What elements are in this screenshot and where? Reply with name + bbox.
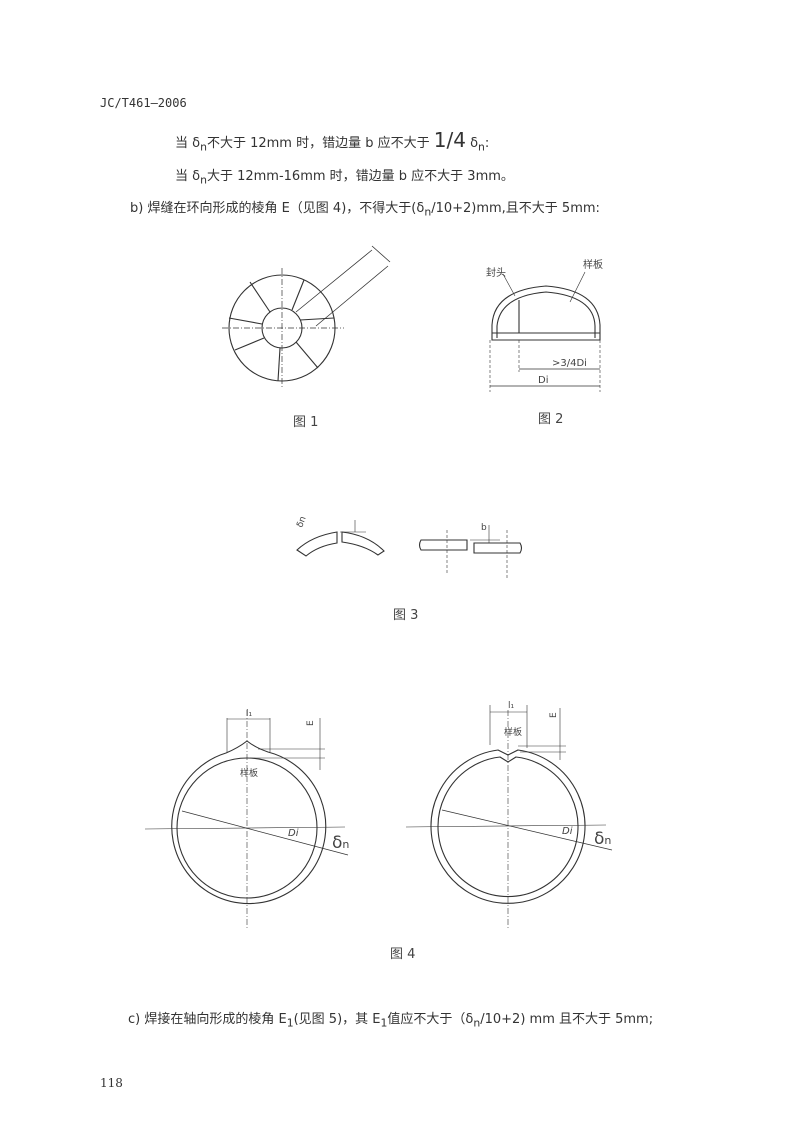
paragraph-item-c: c) 焊接在轴向形成的棱角 E1(见图 5)，其 E1值应不大于（δn/10+2…	[128, 1008, 653, 1030]
subscript: 1	[286, 1016, 294, 1030]
subscript: 1	[380, 1016, 388, 1030]
text: /10+2)mm,且不大于 5mm:	[431, 201, 600, 216]
subscript: n	[200, 140, 207, 154]
figure-3-label-b: b	[481, 523, 487, 533]
paragraph-item-b: b) 焊缝在环向形成的棱角 E（见图 4)，不得大于(δn/10+2)mm,且不…	[130, 197, 600, 219]
figure-3-label-delta: δn	[295, 515, 308, 529]
figure-1-caption: 图 1	[293, 415, 318, 430]
text: 当 δ	[175, 136, 201, 151]
subscript: n	[424, 205, 432, 219]
figure-4-left-label-di: Di	[288, 828, 299, 839]
figure-4-caption: 图 4	[390, 947, 415, 962]
paragraph-line-2: 当 δn大于 12mm-16mm 时，错边量 b 应不大于 3mm。	[175, 165, 514, 187]
text: 大于 12mm-16mm 时，错边量 b 应不大于 3mm。	[206, 169, 514, 184]
subscript: n	[200, 173, 207, 187]
text: 不大于 12mm 时，错边量 b 应不大于	[206, 136, 434, 151]
figure-4-right-label-l1: l₁	[508, 701, 515, 711]
figure-3-drawing	[296, 520, 523, 578]
text: c) 焊接在轴向形成的棱角 E	[128, 1012, 287, 1027]
figure-2-label-template: 样板	[583, 258, 603, 271]
paragraph-line-1: 当 δn不大于 12mm 时，错边量 b 应不大于 1/4 δn:	[175, 128, 489, 154]
delta: δ	[594, 829, 604, 849]
text: 当 δ	[175, 169, 201, 184]
subscript: n	[473, 1016, 481, 1030]
text: /10+2) mm 且不大于 5mm;	[480, 1012, 654, 1027]
figure-4-right-label-template: 样板	[504, 726, 522, 738]
text: b) 焊缝在环向形成的棱角 E（见图 4)，不得大于(δ	[130, 201, 425, 216]
text: 值应不大于（δ	[387, 1012, 474, 1027]
text: (见图 5)，其 E	[293, 1012, 381, 1027]
figure-2-label-head: 封头	[486, 266, 506, 279]
figure-1-drawing	[222, 245, 391, 388]
figure-4-left-drawing	[144, 710, 349, 930]
subscript: n	[342, 838, 349, 851]
text: δ	[465, 136, 479, 151]
delta: δ	[332, 833, 342, 853]
figure-4-left-label-template: 样板	[240, 767, 258, 779]
figure-4-right-label-delta: δn	[594, 829, 611, 849]
figure-2-drawing	[489, 271, 601, 392]
figure-4-left-label-l1: l₁	[246, 709, 253, 719]
subscript: n	[604, 834, 611, 847]
fraction: 1/4	[433, 128, 466, 152]
figure-2-dim-three-quarter: >3/4Di	[552, 358, 587, 369]
figure-3-caption: 图 3	[393, 608, 418, 623]
figure-2-caption: 图 2	[538, 412, 563, 427]
figure-2-dim-di: Di	[538, 375, 548, 386]
figure-4-left-label-e: E	[306, 720, 316, 726]
page-number: 118	[100, 1076, 123, 1090]
figure-4-right-label-e: E	[549, 712, 559, 718]
figure-4-right-label-di: Di	[562, 826, 573, 837]
text: :	[484, 136, 490, 151]
standard-code: JC/T461—2006	[100, 96, 187, 110]
figure-4-left-label-delta: δn	[332, 833, 349, 853]
figure-4-right-drawing	[405, 705, 613, 930]
subscript: n	[478, 140, 485, 154]
